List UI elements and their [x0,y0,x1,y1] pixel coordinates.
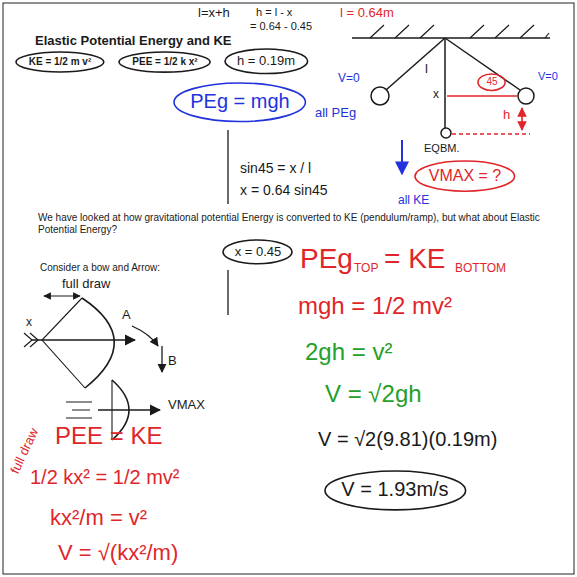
handwritten-note: kx²/m = v² [50,505,147,530]
handwritten-note: PEE = KE [55,422,162,450]
handwritten-note: TOP [354,262,378,276]
handwritten-note: = 0.64 - 0.45 [250,20,312,33]
pendulum-geometry [447,96,530,134]
handwritten-note: V=0 [338,72,360,86]
circled-formula: PEE = 1/2 k x² [118,51,211,73]
divider-line [227,130,228,204]
body-text: We have looked at how gravitational pote… [38,212,563,236]
handwritten-note: full draw [62,277,110,292]
handwritten-note: A [122,308,131,323]
circled-formula: x = 0.45 [222,239,293,265]
ellipse-outline [16,52,104,72]
divider-line [227,270,228,315]
handwritten-note: V = √2(9.81)(0.19m) [318,428,497,451]
circled-formula: VMAX = ? [414,160,516,192]
circled-formula: h = 0.19m [224,48,309,75]
ellipse-outline [415,161,515,191]
circled-formula: V = 1.93m/s [324,470,467,511]
handwritten-note: all KE [398,194,429,208]
velocity-arrow [401,140,403,174]
ellipse-outline [119,52,210,72]
handwritten-note: x [26,316,32,330]
formula-text: V = 1.93m/s [341,478,448,501]
handwritten-note: all PEg [315,106,356,121]
handwritten-note: mgh = 1/2 mv² [298,292,452,320]
formula-text: h = 0.19m [237,54,295,69]
handwritten-note: BOTTOM [455,262,506,276]
ellipse-outline [174,83,305,122]
handwritten-note: 2gh = v² [305,338,392,366]
ellipse-outline [478,74,505,90]
handwritten-note: x = 0.64 sin45 [240,182,328,198]
handwritten-note: h = l - x [256,6,292,19]
formula-text: VMAX = ? [429,167,501,185]
ellipse-outline [225,49,308,74]
handwritten-note: = KE [384,243,445,275]
handwritten-note: l = 0.64m [340,6,394,21]
pendulum [352,25,550,138]
formula-text: 45 [486,76,497,88]
formula-text: PEg = mgh [190,90,290,113]
handwritten-note: VMAX [168,398,205,413]
bow-full-draw [24,296,162,388]
circled-formula: 45 [477,73,506,91]
handwritten-note: V = √(kx²/m) [58,540,178,565]
handwritten-note: V=0 [538,70,558,83]
ellipse-outline [223,240,292,264]
formula-text: PEE = 1/2 k x² [132,56,197,68]
handwritten-note: sin45 = x / l [240,160,311,176]
handwritten-note: h [503,108,510,123]
slide-title: Elastic Potential Energy and KE [35,34,232,49]
ellipse-outline [325,471,466,510]
slide-frame [3,3,574,574]
circled-formula: PEg = mgh [173,82,306,123]
circled-formula: KE = 1/2 m v² [15,51,105,73]
handwritten-note: B [168,354,177,369]
formula-text: KE = 1/2 m v² [29,56,92,68]
handwritten-note: 1/2 kx² = 1/2 mv² [30,466,180,489]
handwritten-note: V = √2gh [325,380,422,408]
body-text: Consider a bow and Arrow: [40,262,160,274]
handwritten-note: PEg [300,243,353,275]
handwritten-note: EQBM. [424,142,459,155]
handwritten-note: l [425,62,428,77]
handwritten-note: l=x+h [198,6,230,21]
formula-text: x = 0.45 [235,245,282,260]
handwritten-note: x [433,88,439,102]
